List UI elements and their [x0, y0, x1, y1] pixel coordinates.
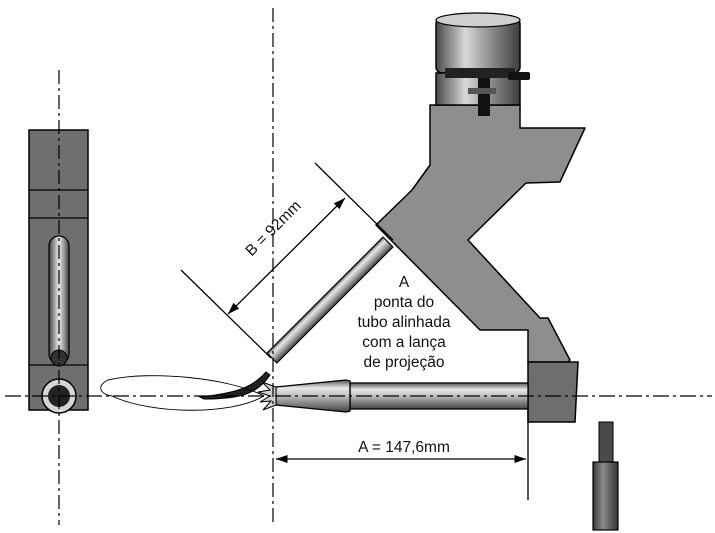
dimension-a: [276, 410, 529, 500]
dimension-a-label: A = 147,6mm: [358, 439, 450, 456]
machine-body: [375, 12, 619, 531]
note-line-4: com a lança: [362, 334, 446, 351]
note-line-3: tubo alinhada: [357, 314, 450, 331]
flame-outline: [100, 375, 265, 411]
note-line-2: ponta do: [374, 294, 434, 311]
dimension-b-label: B = 92mm: [242, 197, 304, 259]
dimension-b: [180, 162, 394, 359]
handle: [592, 421, 619, 531]
note-line-5: de projeção: [363, 354, 444, 371]
alignment-note: A ponta do tubo alinhada com a lança de …: [357, 274, 450, 371]
note-line-1: A: [399, 274, 410, 291]
motor-cylinder: [435, 12, 530, 116]
